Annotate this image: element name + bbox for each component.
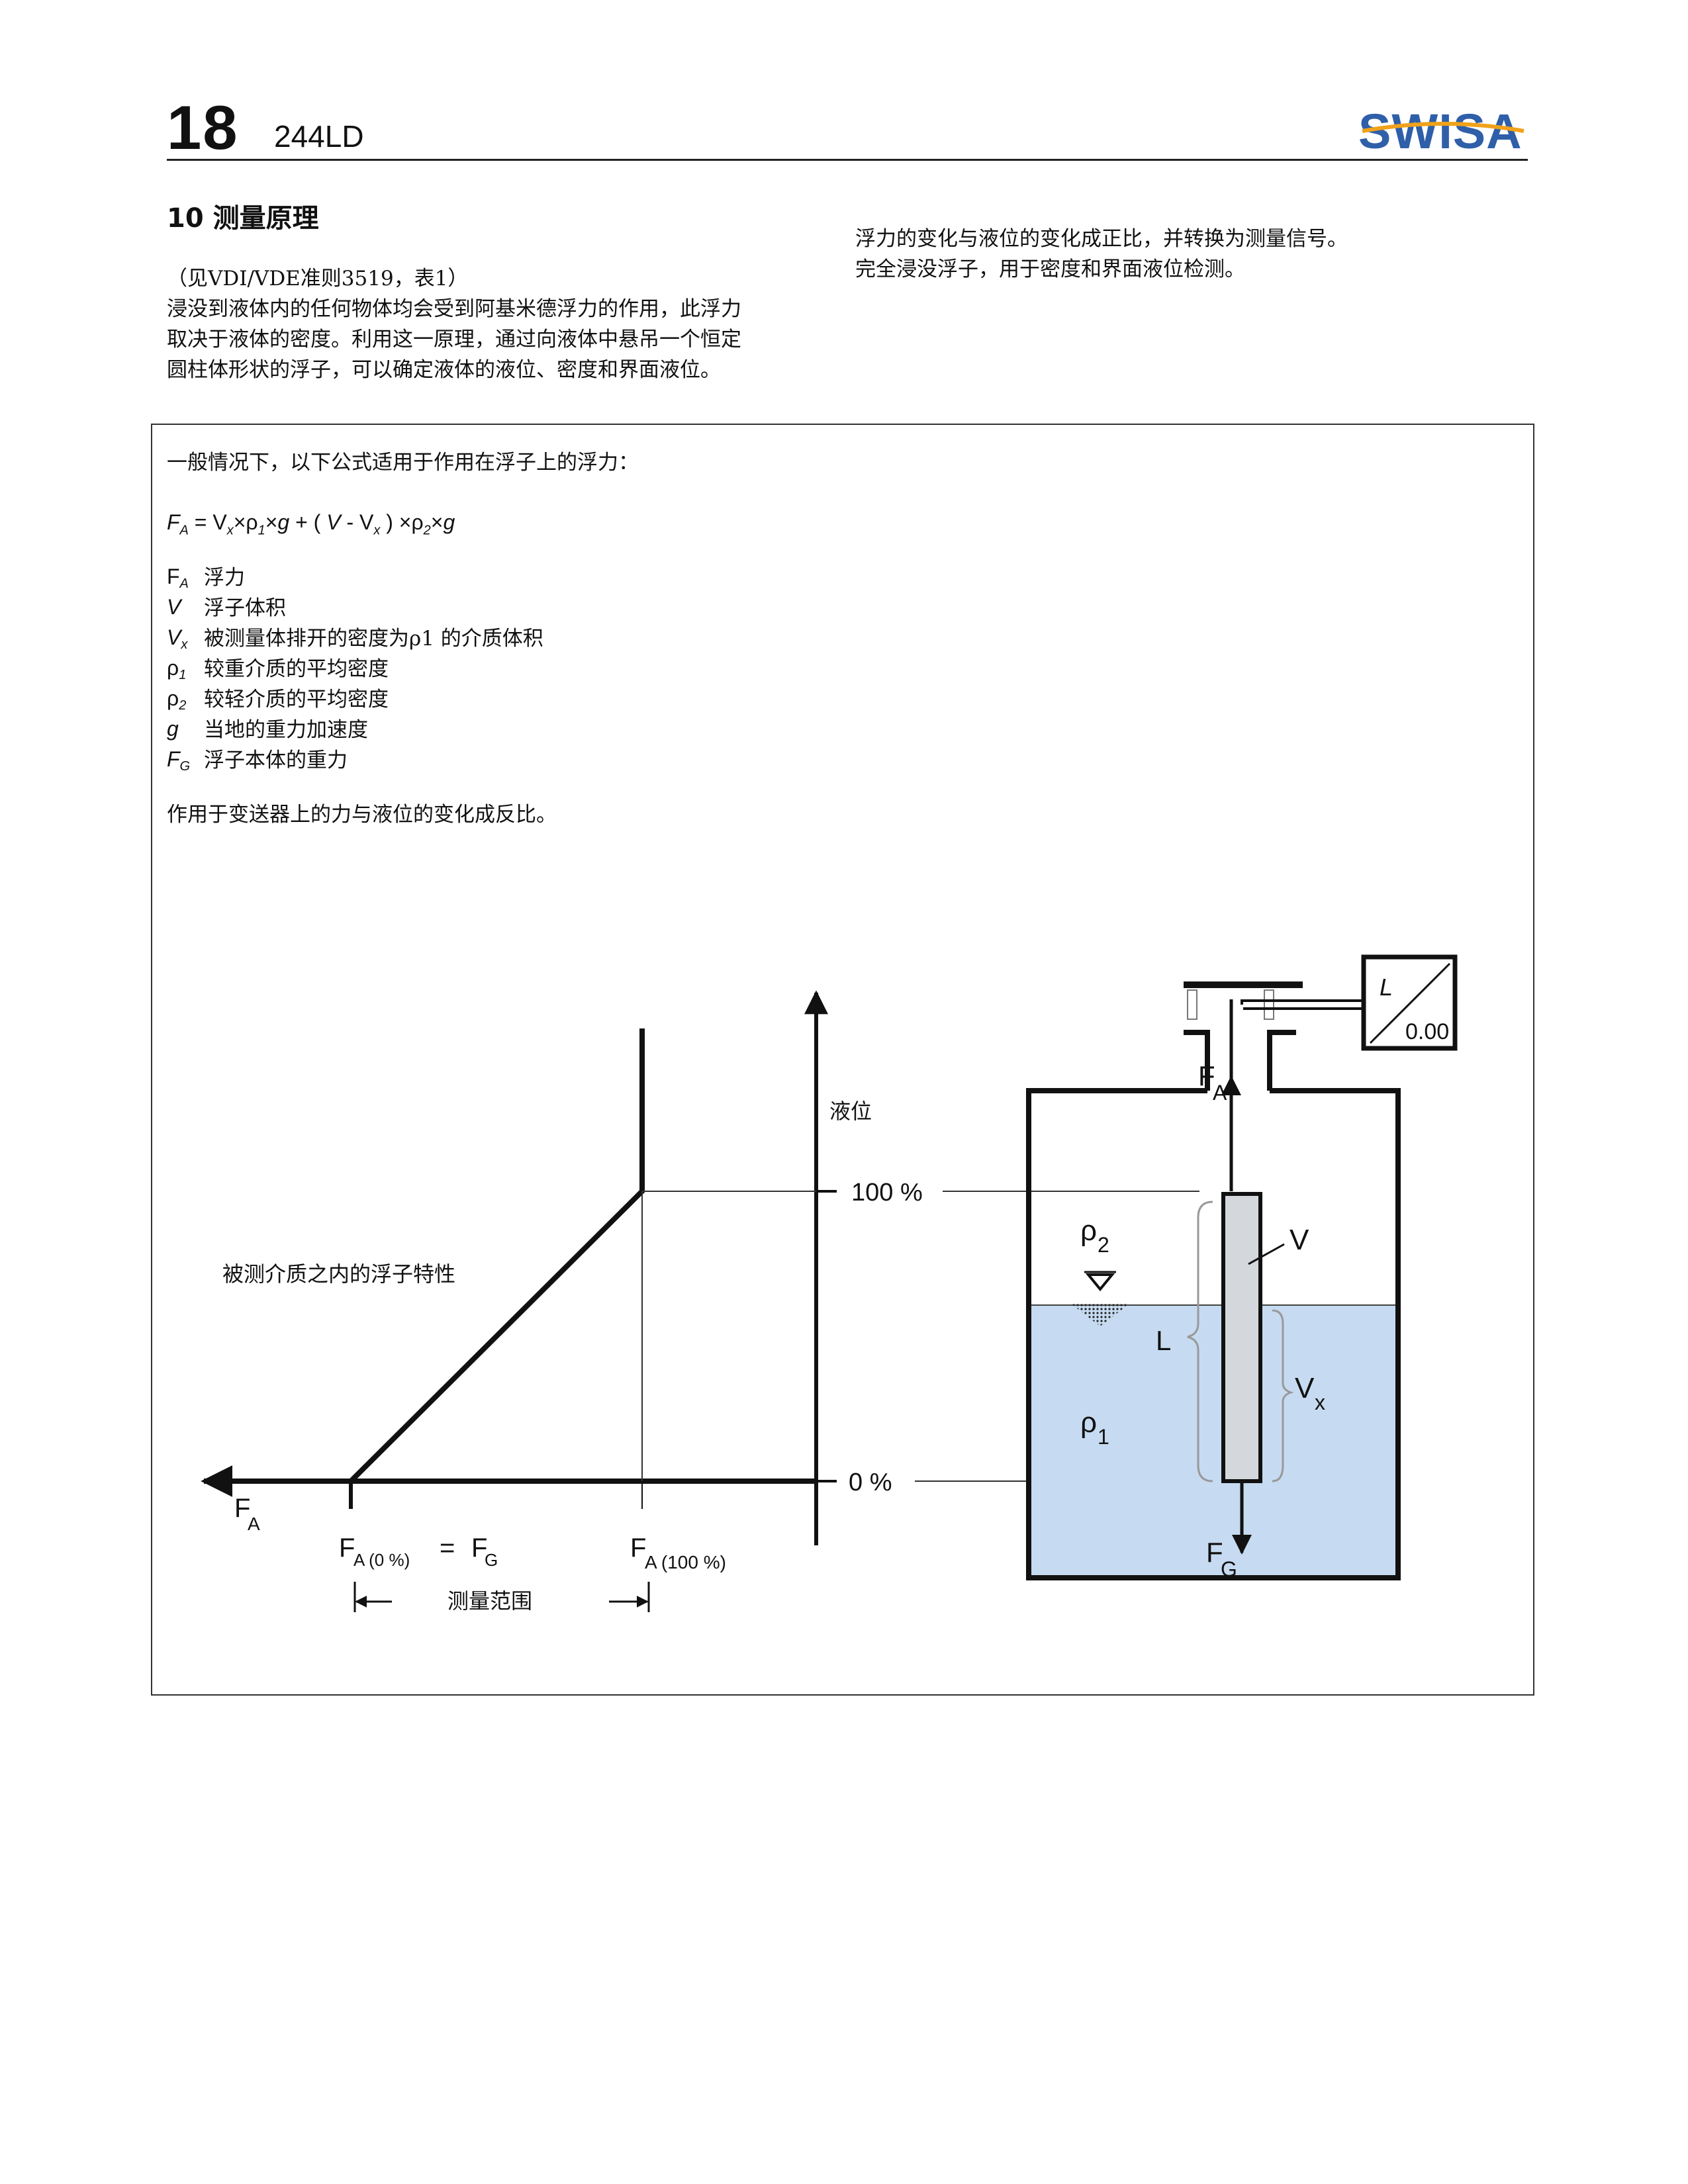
rho2-sub: 2 (1098, 1233, 1109, 1257)
rho1-label: ρ (1080, 1406, 1097, 1439)
level-dots-icon (1071, 1304, 1129, 1326)
l-bracket (1187, 1201, 1213, 1482)
fg-sub: G (485, 1550, 498, 1570)
symbol-list: FA 浮力 V 浮子体积 Vx 被测量体排开的密度为ρ1 的介质体积 ρ1 较重… (167, 563, 543, 776)
buoyancy-formula: FA = Vx×ρ1×g + ( V - Vx ) ×ρ2×g (167, 510, 455, 538)
v-label: V (1289, 1224, 1309, 1256)
logo-swoosh (1362, 122, 1524, 133)
symbol-desc: 当地的重力加速度 (204, 718, 368, 742)
header-rule (167, 159, 1528, 161)
display-symbol: L (1380, 974, 1393, 1001)
symbol-row: ρ2 较轻介质的平均密度 (167, 684, 543, 715)
tank-fa-sub: A (1213, 1081, 1227, 1105)
intro-line: 浮力的变化与液位的变化成正比，并转换为测量信号。 (855, 227, 1348, 251)
vx-sub: x (1315, 1390, 1325, 1414)
fa-axis-sub: A (248, 1514, 260, 1534)
figure-box (151, 424, 1534, 1696)
box-conclusion-text: 作用于变送器上的力与液位的变化成反比。 (167, 803, 557, 827)
displacer-float (1221, 1192, 1262, 1483)
tank-fg-sub: G (1221, 1557, 1237, 1581)
vx-bracket (1272, 1309, 1294, 1482)
level-label: 液位 (829, 1099, 872, 1124)
intro-line: 浸没到液体内的任何物体均会受到阿基米德浮力的作用，此浮力 (167, 297, 741, 321)
pct-0-label: 0 % (849, 1469, 892, 1496)
tank-liquid (1029, 1305, 1398, 1578)
symbol-desc: 较重介质的平均密度 (204, 657, 389, 681)
fa0-sub: A (0 %) (353, 1550, 410, 1570)
eq-sign: = (440, 1533, 455, 1563)
vx-label: V (1295, 1372, 1315, 1404)
intro-line: 取决于液体的密度。利用这一原理，通过向液体中悬吊一个恒定 (167, 328, 741, 351)
symbol-row: FG 浮子本体的重力 (167, 745, 543, 776)
float-characteristic-diagram: 液位 100 % 0 % 被测介质之内的浮子特性 F A F A (0 %) =… (201, 954, 1458, 1614)
box-intro-text: 一般情况下，以下公式适用于作用在浮子上的浮力： (167, 451, 639, 475)
intro-line: 完全浸没浮子，用于密度和界面液位检测。 (855, 257, 1245, 281)
curve-label: 被测介质之内的浮子特性 (222, 1261, 455, 1287)
tank-fg-label: F (1206, 1537, 1223, 1568)
section-title: 10 测量原理 (167, 203, 319, 234)
fa100-sub: A (100 %) (645, 1552, 726, 1572)
l-label: L (1156, 1325, 1171, 1356)
tank-fa-label: F (1198, 1060, 1215, 1091)
page-number: 18 (167, 93, 239, 162)
display-value: 0.00 (1405, 1019, 1449, 1044)
intro-line: 圆柱体形状的浮子，可以确定液体的液位、密度和界面液位。 (167, 358, 721, 382)
symbol-desc: 被测量体排开的密度为ρ1 的介质体积 (204, 627, 543, 651)
range-label: 测量范围 (447, 1588, 532, 1614)
symbol-desc: 浮子本体的重力 (204, 749, 348, 772)
logo-text: SWISA (1358, 105, 1523, 156)
symbol-desc: 浮子体积 (204, 596, 286, 620)
pct-100-label: 100 % (851, 1179, 923, 1206)
rho1-sub: 1 (1098, 1425, 1109, 1449)
model-name: 244LD (274, 119, 364, 154)
symbol-row: Vx 被测量体排开的密度为ρ1 的介质体积 (167, 623, 543, 654)
symbol-row: V 浮子体积 (167, 593, 543, 623)
symbol-row: FA 浮力 (167, 563, 543, 593)
symbol-desc: 浮力 (204, 566, 245, 590)
symbol-row: ρ1 较重介质的平均密度 (167, 654, 543, 684)
intro-line: （见VDI/VDE准则3519，表1） (167, 267, 469, 291)
level-symbol-icon (1085, 1273, 1115, 1292)
fa0-label: F (339, 1533, 355, 1563)
intro-right-text: 浮力的变化与液位的变化成正比，并转换为测量信号。 完全浸没浮子，用于密度和界面液… (855, 224, 1517, 285)
intro-left-text: （见VDI/VDE准则3519，表1） 浸没到液体内的任何物体均会受到阿基米德浮… (167, 263, 822, 385)
fg-label: F (471, 1533, 487, 1563)
tank-wall (1026, 1088, 1401, 1580)
fa100-label: F (630, 1533, 646, 1563)
swisa-logo: SWISA (1358, 105, 1524, 156)
symbol-row: g 当地的重力加速度 (167, 715, 543, 745)
rho2-label: ρ (1080, 1214, 1097, 1247)
float-characteristic-curve (349, 1028, 645, 1483)
symbol-desc: 较轻介质的平均密度 (204, 688, 389, 711)
fa-axis-label: F (234, 1494, 250, 1523)
